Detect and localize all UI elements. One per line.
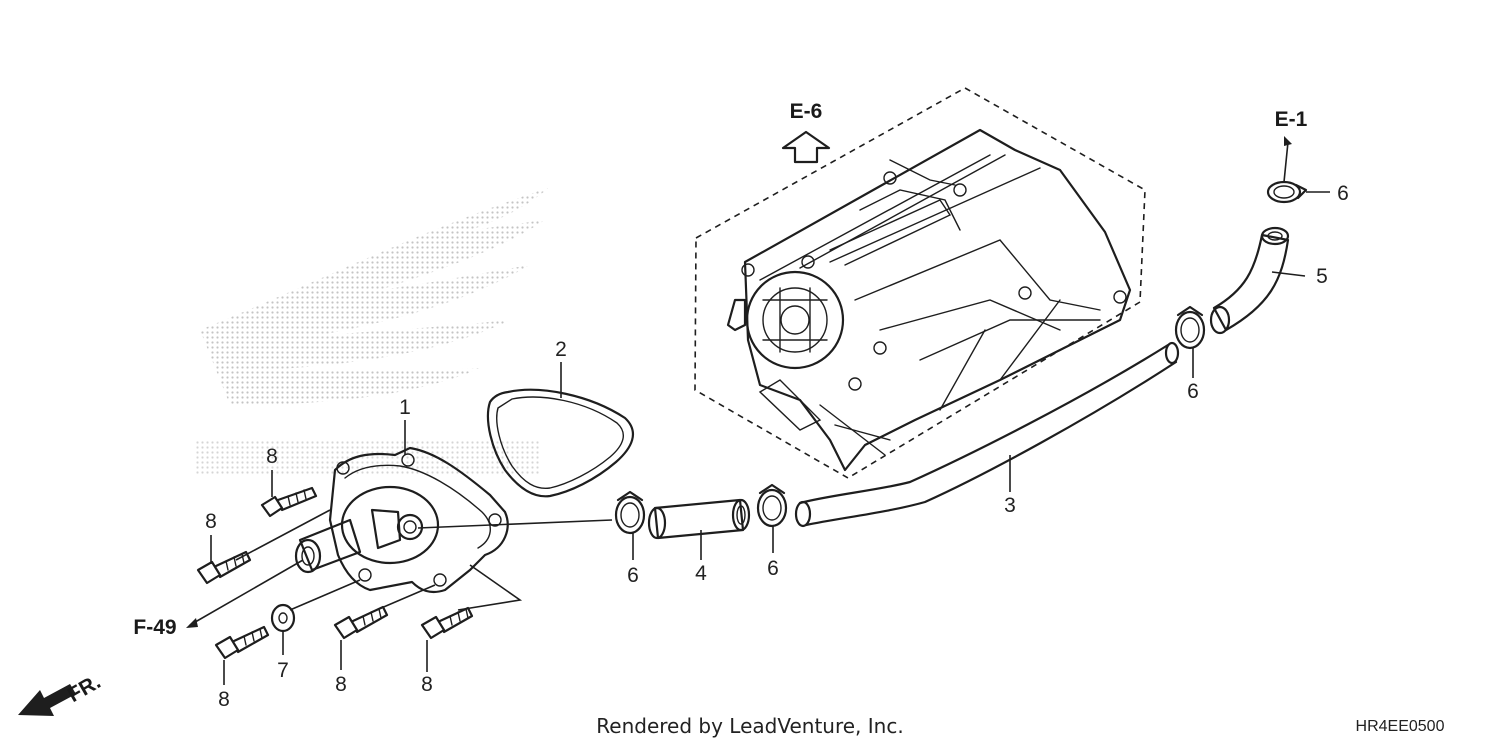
- diagram-code: HR4EE0500: [1356, 718, 1445, 735]
- callout-8-c: 8: [218, 688, 230, 711]
- ref-e1-label: E-1: [1275, 108, 1308, 131]
- part-6-clamp-b: [756, 483, 788, 528]
- callout-8-b: 8: [205, 510, 217, 533]
- part-7-washer: [270, 603, 296, 633]
- front-direction-arrow: [18, 684, 76, 716]
- callout-6-b: 6: [767, 557, 779, 580]
- engine-case-reference: [694, 87, 1146, 479]
- callout-8-d: 8: [335, 673, 347, 696]
- callout-8-a: 8: [266, 445, 278, 468]
- part-6-clamp-a: [614, 490, 646, 535]
- part-8-bolt-b: [196, 550, 252, 585]
- callout-7: 7: [277, 659, 289, 682]
- callout-6-c: 6: [1187, 380, 1199, 403]
- part-6-clamp-d: [1266, 180, 1308, 204]
- callout-2: 2: [555, 338, 567, 361]
- callout-3: 3: [1004, 494, 1016, 517]
- part-8-bolt-d: [333, 605, 389, 640]
- part-8-bolt-c: [214, 625, 270, 660]
- part-8-bolt-e: [420, 606, 474, 640]
- leader-lines: [210, 191, 1330, 685]
- ref-f49-label: F-49: [133, 616, 176, 639]
- callout-6-a: 6: [627, 564, 639, 587]
- wing-watermark: [195, 188, 548, 475]
- footer-credit: Rendered by LeadVenture, Inc.: [596, 714, 903, 738]
- callout-8-e: 8: [421, 673, 433, 696]
- part-5-elbow-hose: [1209, 226, 1290, 335]
- callout-5: 5: [1316, 265, 1328, 288]
- part-8-bolt-a: [260, 486, 318, 518]
- part-4-hose: [647, 498, 751, 540]
- part-2-gasket: [486, 388, 635, 498]
- front-label: FR.: [64, 670, 105, 707]
- part-3-pipe: [794, 341, 1180, 528]
- e6-reference-arrow: [781, 130, 831, 164]
- f49-reference-arrow: [186, 559, 304, 628]
- callout-4: 4: [695, 562, 707, 585]
- callout-1: 1: [399, 396, 411, 419]
- e1-reference-arrow: [1283, 136, 1292, 183]
- part-6-clamp-c: [1174, 305, 1206, 350]
- ref-e6-label: E-6: [790, 100, 823, 123]
- part-1-water-pump-cover: [294, 446, 509, 594]
- callout-6-d: 6: [1337, 182, 1349, 205]
